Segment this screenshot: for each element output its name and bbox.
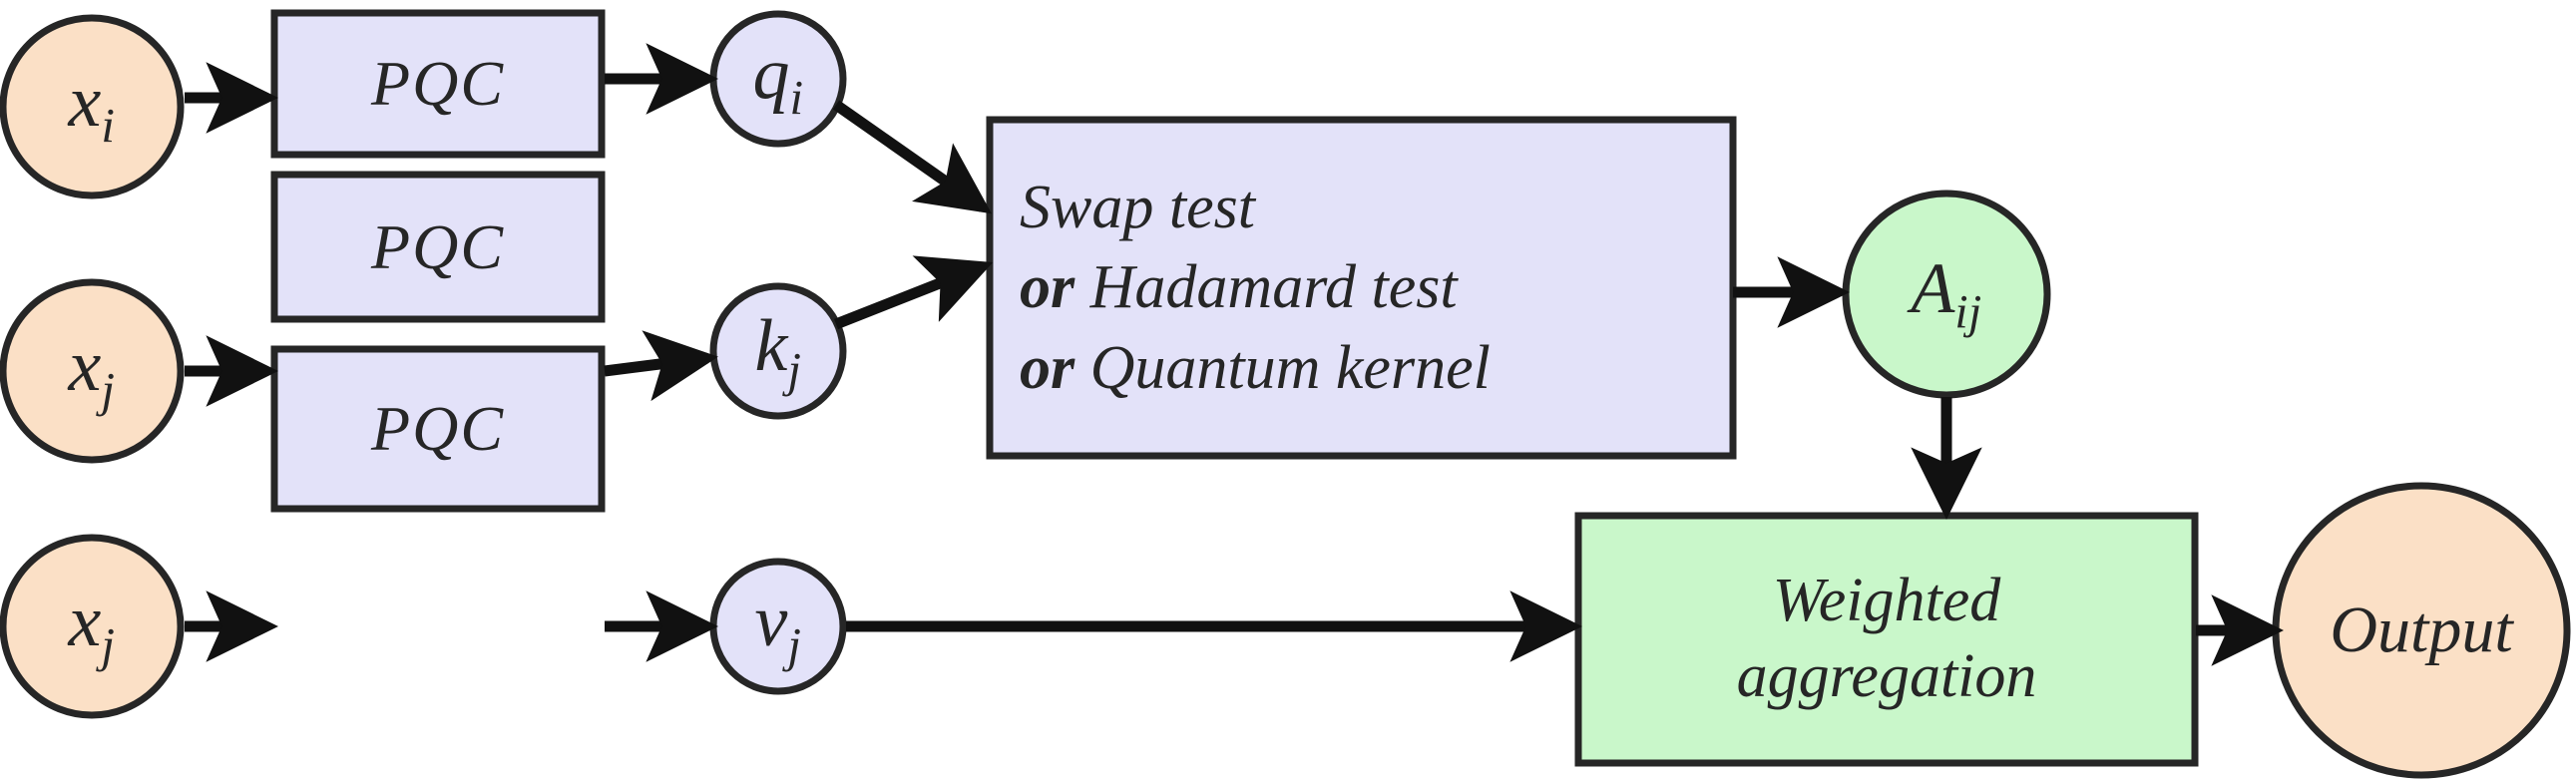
node-input-xj-bottom[interactable] <box>0 534 185 719</box>
node-state-qi[interactable] <box>709 10 847 148</box>
node-state-kj[interactable] <box>709 282 847 420</box>
node-input-xi[interactable] <box>0 14 185 199</box>
node-pqc-mid[interactable] <box>270 171 606 323</box>
node-pqc-bottom[interactable] <box>270 345 606 513</box>
node-attention-aij[interactable] <box>1842 190 2051 399</box>
node-input-xj-mid[interactable] <box>0 278 185 464</box>
node-similarity-box[interactable] <box>986 116 1737 460</box>
edge-kj-to-similarity <box>833 255 994 330</box>
edge-qi-to-similarity <box>832 100 993 214</box>
node-pqc-top[interactable] <box>270 9 606 159</box>
node-output[interactable] <box>2272 482 2571 779</box>
node-weighted-aggregation[interactable] <box>1574 512 2199 767</box>
node-state-vj[interactable] <box>709 558 847 695</box>
edge-pqc-mid-to-kj <box>604 330 718 402</box>
